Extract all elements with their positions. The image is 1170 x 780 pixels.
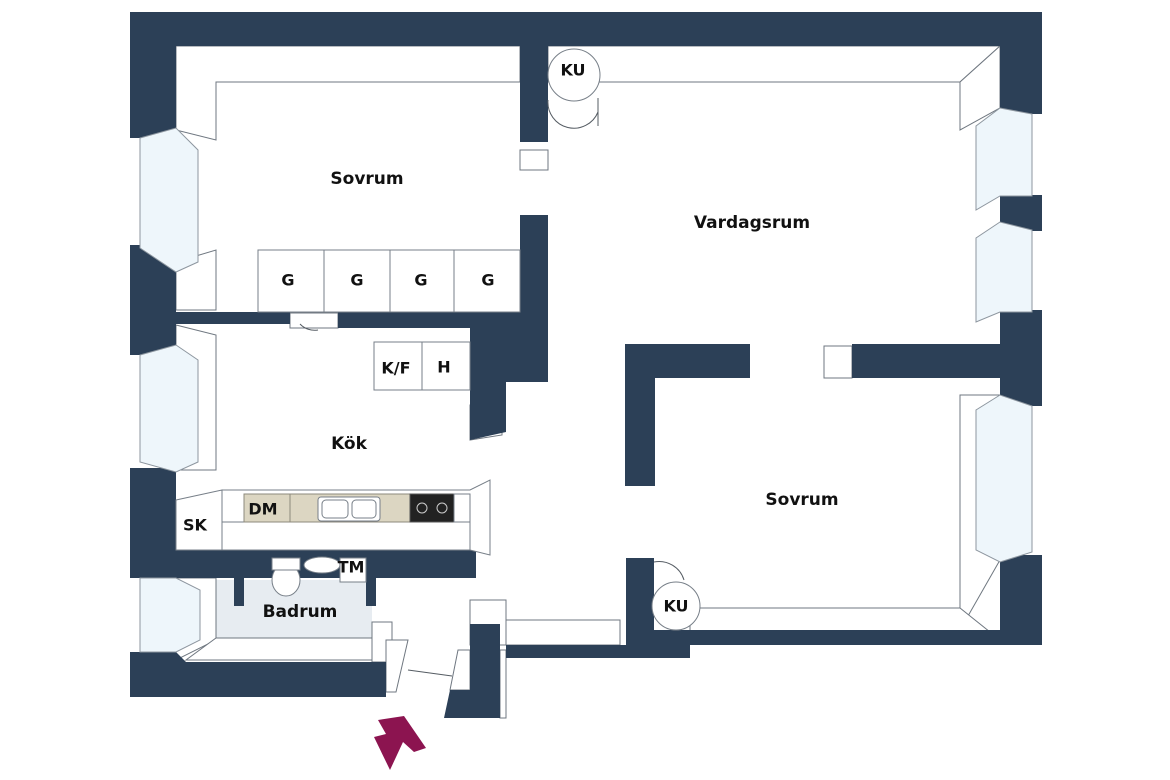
wardrobe-4 xyxy=(453,249,521,313)
washbasin xyxy=(303,556,341,574)
wardrobe-label-3: G xyxy=(414,271,427,290)
wardrobe-2 xyxy=(323,249,391,313)
room-label-bathroom: Badrum xyxy=(263,602,338,622)
wardrobes xyxy=(257,249,521,313)
closet-label-top: KU xyxy=(560,61,585,80)
washer xyxy=(339,557,367,583)
wardrobe-3 xyxy=(389,249,455,313)
fridge-freezer-label: K/F xyxy=(381,359,410,378)
room-label-bedroom-right: Sovrum xyxy=(765,490,838,510)
dishwasher xyxy=(243,493,291,523)
bathroom-fixtures xyxy=(271,556,367,597)
door-swings xyxy=(299,48,701,677)
windows xyxy=(139,107,1033,653)
fridge-freezer xyxy=(373,341,423,391)
closet-label-bottom: KU xyxy=(663,597,688,616)
wardrobe-label-1: G xyxy=(281,271,294,290)
shelving-unit xyxy=(421,341,471,391)
kitchen-fixtures xyxy=(175,341,491,556)
wardrobe-label-2: G xyxy=(350,271,363,290)
cabinet-label: SK xyxy=(183,516,208,535)
washer-label: TM xyxy=(338,558,365,577)
wardrobe-label-4: G xyxy=(481,271,494,290)
room-label-living: Vardagsrum xyxy=(694,213,810,233)
shelving-label: H xyxy=(437,358,450,377)
room-label-kitchen: Kök xyxy=(331,434,368,454)
dishwasher-label: DM xyxy=(248,500,277,519)
room-label-bedroom-top: Sovrum xyxy=(330,169,403,189)
walls xyxy=(130,12,1042,718)
entrance-arrow-icon xyxy=(374,716,426,770)
